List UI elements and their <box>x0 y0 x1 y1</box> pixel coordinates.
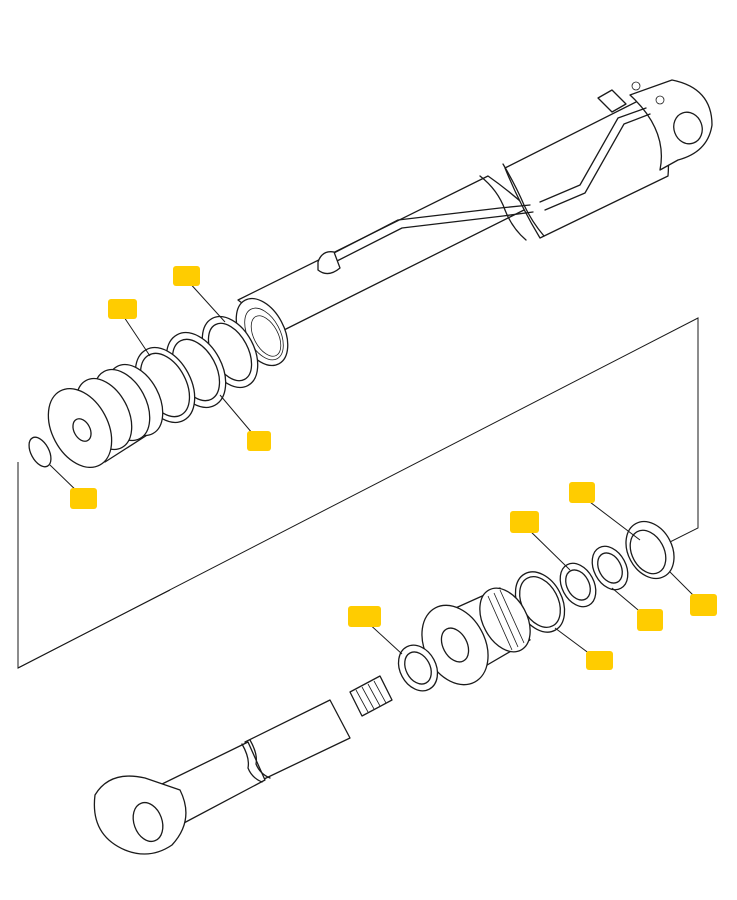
callout-tag-gland-rod-wiper[interactable] <box>586 651 613 670</box>
callout-tag-gland-o-ring-front[interactable] <box>690 594 717 616</box>
callout-tag-gland-o-ring-rear[interactable] <box>637 609 663 631</box>
callout-tag-piston-o-ring[interactable] <box>70 488 97 509</box>
callout-tag-piston-seal[interactable] <box>247 431 271 451</box>
callout-tag-gland-rod-seal[interactable] <box>348 606 381 627</box>
callout-tags <box>70 266 717 670</box>
callout-leaders <box>49 279 703 661</box>
piston <box>28 363 164 468</box>
callout-tag-piston-wear-ring-upper[interactable] <box>173 266 200 286</box>
piston-rod <box>93 675 393 855</box>
callout-tag-piston-backup-ring[interactable] <box>108 299 137 319</box>
frame-edge <box>17 589 171 669</box>
exploded-view-frame <box>17 317 699 669</box>
callout-tag-gland-backup-ring[interactable] <box>510 511 539 533</box>
callout-tag-gland-outer-seal[interactable] <box>569 482 595 503</box>
gland-nut <box>397 587 531 692</box>
cylinder-barrel <box>235 79 713 367</box>
